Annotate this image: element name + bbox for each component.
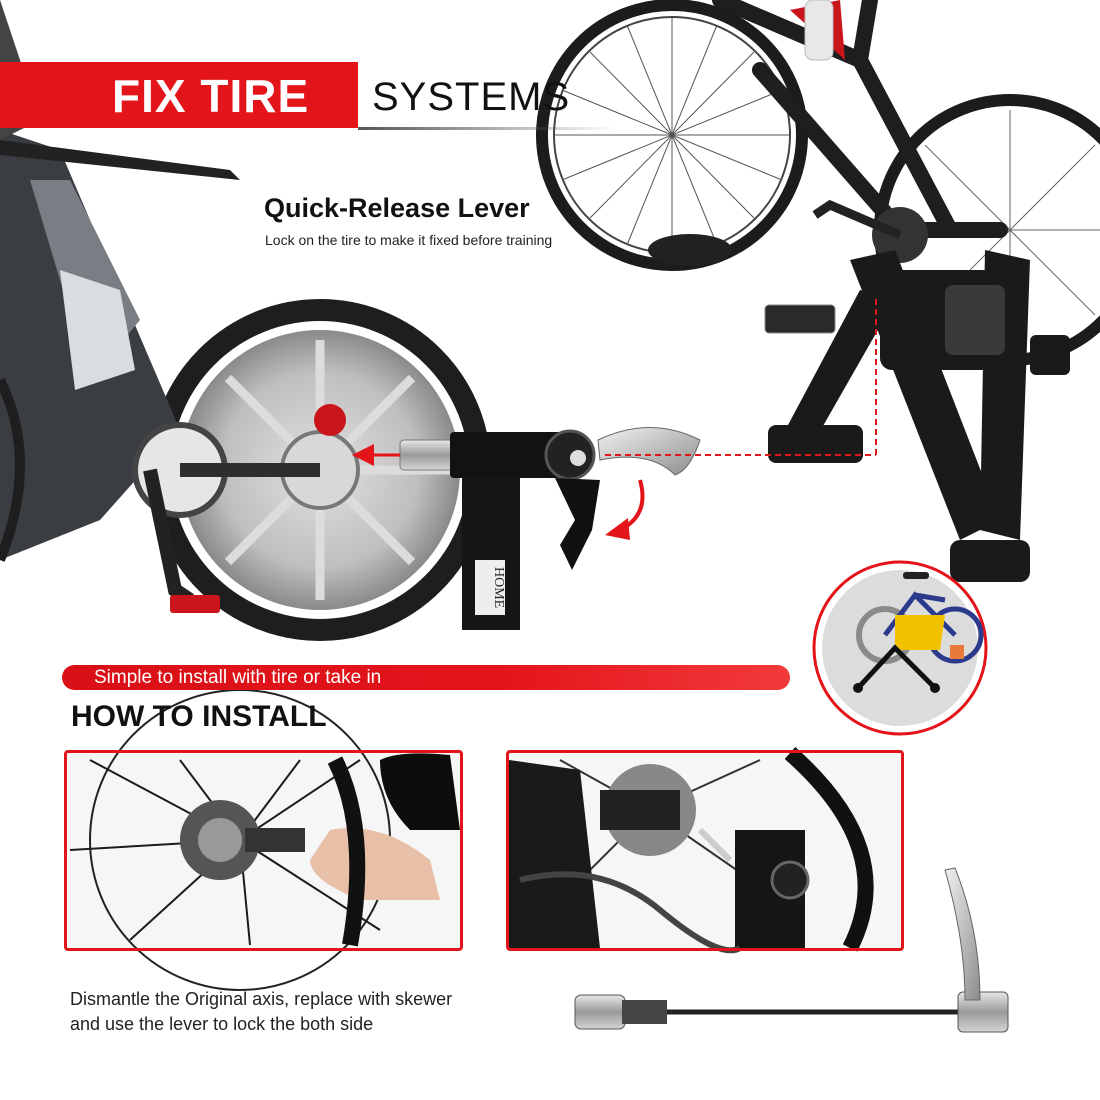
install-photo-1-frame	[64, 750, 463, 951]
install-heading: HOW TO INSTALL	[71, 700, 327, 733]
skewer-photo	[574, 867, 1009, 1033]
install-banner-text: Simple to install with tire or take in	[94, 667, 382, 688]
install-description-line-2: and use the lever to lock the both side	[70, 1014, 374, 1034]
install-photo-1	[67, 689, 460, 991]
bracket-brand-label: HOME	[491, 566, 506, 609]
quick-release-bracket	[399, 427, 701, 630]
feature-subtitle: Lock on the tire to make it fixed before…	[265, 232, 553, 248]
road-bike-trainer-photo	[536, 0, 1100, 582]
header-banner	[0, 62, 358, 128]
install-photo-2	[509, 747, 901, 954]
install-photo-2-frame	[506, 750, 904, 951]
header-underline	[358, 127, 618, 130]
red-guide-arrows	[352, 295, 877, 540]
trainer-icon-circle	[812, 560, 988, 736]
install-description-line-1: Dismantle the Original axis, replace wit…	[70, 989, 453, 1009]
header-title: FIX TIRE	[112, 70, 310, 122]
feature-title: Quick-Release Lever	[264, 193, 530, 223]
e-bike-photo	[0, 0, 491, 641]
header-subtitle: SYSTEMS	[372, 75, 571, 119]
install-banner	[62, 665, 790, 690]
